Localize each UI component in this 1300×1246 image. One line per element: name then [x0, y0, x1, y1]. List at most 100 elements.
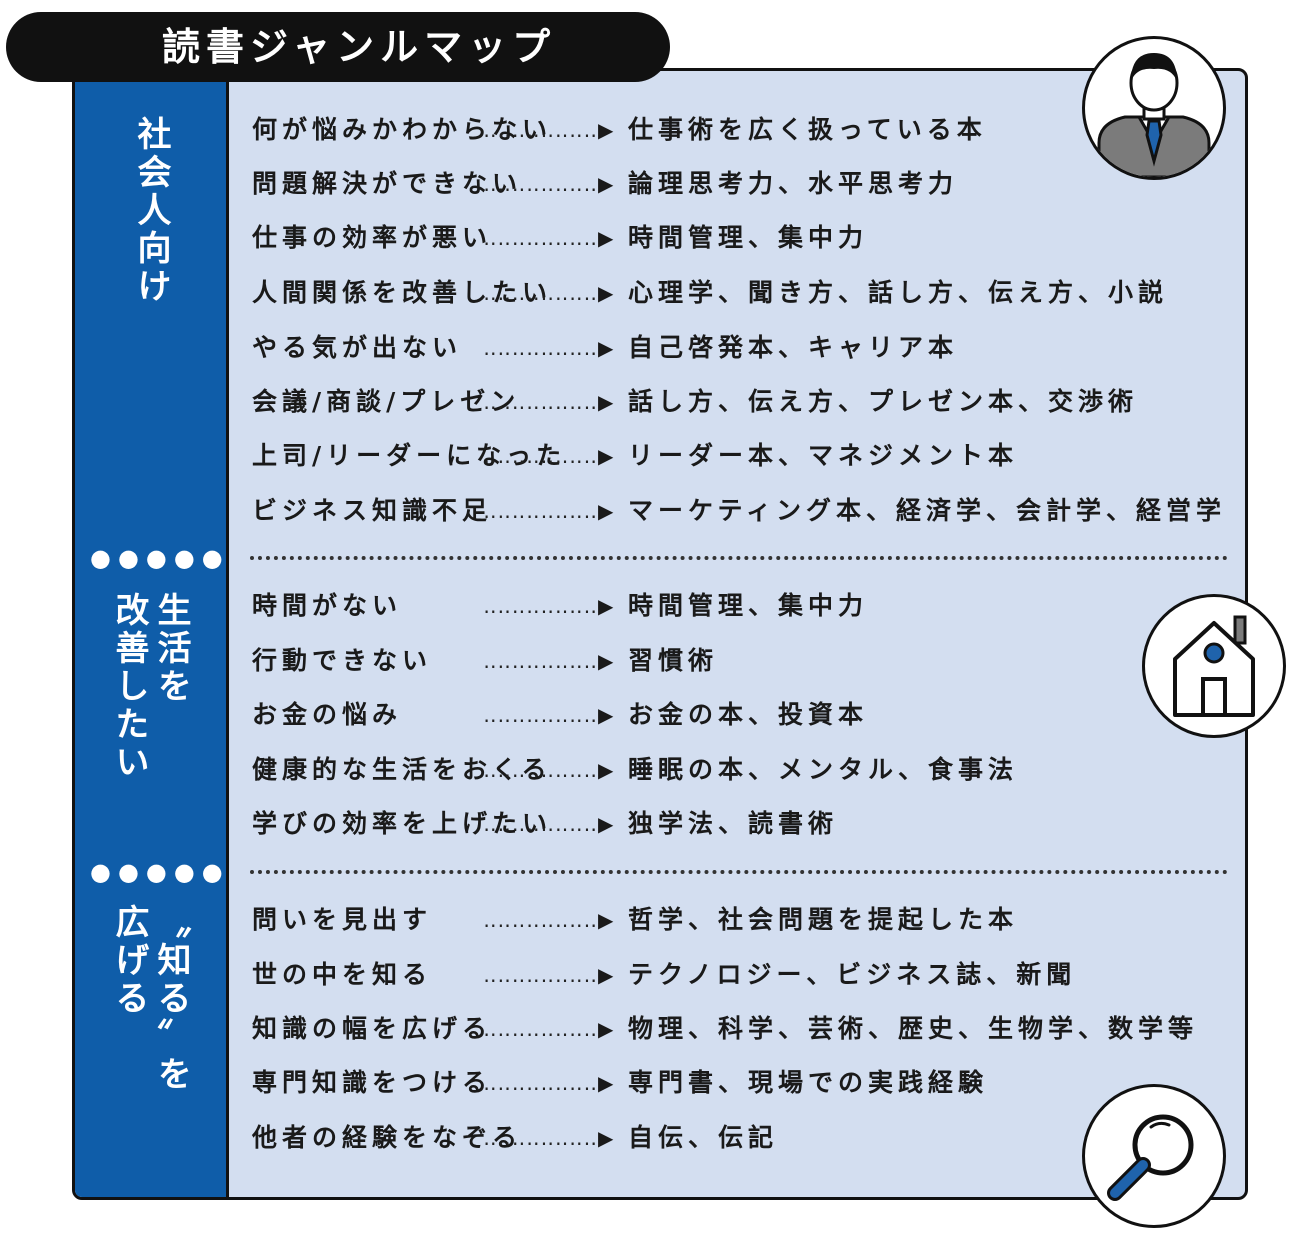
leader-dots: ‥‥‥‥‥‥‥‥	[483, 1017, 598, 1041]
house-icon	[1142, 594, 1286, 738]
section-separator	[250, 556, 1228, 560]
leader-dots: ‥‥‥‥‥‥‥‥	[483, 281, 598, 305]
leader-dots: ‥‥‥‥‥‥‥‥	[483, 1071, 598, 1095]
problem-text: お金の悩み	[252, 700, 403, 729]
list-item: 問いを見出す ‥‥‥‥‥‥‥‥ ▶ 哲学、社会問題を提起した本	[252, 900, 1242, 940]
leader-dots: ‥‥‥‥‥‥‥‥	[483, 1126, 598, 1150]
problem-text: 知識の幅を広げる	[252, 1014, 493, 1043]
solution-text: テクノロジー、ビジネス誌、新聞	[628, 960, 1077, 989]
list-item: 人間関係を改善したい ‥‥‥‥‥‥‥‥ ▶ 心理学、聞き方、話し方、伝え方、小説	[252, 273, 1242, 313]
solution-text: 自己啓発本、キャリア本	[628, 333, 959, 362]
leader-dots: ‥‥‥‥‥‥‥‥	[483, 499, 598, 523]
leader-dots: ‥‥‥‥‥‥‥‥	[483, 390, 598, 414]
section-label-knowledge-col2: 広げる	[109, 904, 149, 1018]
leader-dots: ‥‥‥‥‥‥‥‥	[483, 908, 598, 932]
arrow-right-icon: ▶	[598, 908, 614, 932]
list-item: 会議/商談/プレゼン ‥‥‥‥‥‥‥‥ ▶ 話し方、伝え方、プレゼン本、交渉術	[252, 382, 1242, 422]
arrow-right-icon: ▶	[598, 649, 614, 673]
list-item: やる気が出ない ‥‥‥‥‥‥‥‥ ▶ 自己啓発本、キャリア本	[252, 328, 1242, 368]
list-item: 学びの効率を上げたい ‥‥‥‥‥‥‥‥ ▶ 独学法、読書術	[252, 804, 1242, 844]
arrow-right-icon: ▶	[598, 1017, 614, 1041]
solution-text: 睡眠の本、メンタル、食事法	[628, 755, 1019, 784]
solution-text: 独学法、読書術	[628, 809, 839, 838]
solution-text: 時間管理、集中力	[628, 591, 869, 620]
arrow-right-icon: ▶	[598, 703, 614, 727]
list-item: 他者の経験をなぞる ‥‥‥‥‥‥‥‥ ▶ 自伝、伝記	[252, 1118, 1242, 1158]
magnifier-icon	[1082, 1084, 1226, 1228]
leader-dots: ‥‥‥‥‥‥‥‥	[483, 703, 598, 727]
problem-text: 問題解決ができない	[252, 169, 523, 198]
problem-text: 健康的な生活をおくる	[252, 755, 552, 784]
solution-text: 自伝、伝記	[628, 1123, 779, 1152]
title-banner: 読書ジャンルマップ	[6, 12, 670, 82]
problem-text: 他者の経験をなぞる	[252, 1123, 523, 1152]
page-title: 読書ジャンルマップ	[162, 25, 557, 69]
section-label-business: 社会人向け	[131, 116, 171, 306]
list-item: 問題解決ができない ‥‥‥‥‥‥‥‥ ▶ 論理思考力、水平思考力	[252, 164, 1242, 204]
section-label-knowledge-col1: 〝知る〟を	[151, 904, 191, 1094]
leader-dots: ‥‥‥‥‥‥‥‥	[483, 226, 598, 250]
solution-text: 論理思考力、水平思考力	[628, 169, 959, 198]
solution-text: 物理、科学、芸術、歴史、生物学、数学等	[628, 1014, 1199, 1043]
arrow-right-icon: ▶	[598, 118, 614, 142]
solution-text: 習慣術	[628, 646, 719, 675]
leader-dots: ‥‥‥‥‥‥‥‥	[483, 336, 598, 360]
solution-text: 仕事術を広く扱っている本	[628, 115, 987, 144]
list-item: 上司/リーダーになった ‥‥‥‥‥‥‥‥ ▶ リーダー本、マネジメント本	[252, 436, 1242, 476]
list-item: 世の中を知る ‥‥‥‥‥‥‥‥ ▶ テクノロジー、ビジネス誌、新聞	[252, 955, 1242, 995]
problem-text: 仕事の効率が悪い	[252, 223, 493, 252]
arrow-right-icon: ▶	[598, 812, 614, 836]
leader-dots: ‥‥‥‥‥‥‥‥	[483, 118, 598, 142]
solution-text: 専門書、現場での実践経験	[628, 1068, 989, 1097]
section-label-life-col1: 生活を	[151, 592, 191, 706]
section-divider-bullets: ●●●●●	[90, 544, 230, 572]
list-item: 行動できない ‥‥‥‥‥‥‥‥ ▶ 習慣術	[252, 641, 1242, 681]
arrow-right-icon: ▶	[598, 444, 614, 468]
genre-map-panel	[72, 68, 1248, 1200]
arrow-right-icon: ▶	[598, 594, 614, 618]
solution-text: 哲学、社会問題を提起した本	[628, 905, 1019, 934]
list-item: ビジネス知識不足 ‥‥‥‥‥‥‥‥ ▶ マーケティング本、経済学、会計学、経営学	[252, 491, 1242, 531]
list-item: 何が悩みかわからない ‥‥‥‥‥‥‥‥ ▶ 仕事術を広く扱っている本	[252, 110, 1242, 150]
arrow-right-icon: ▶	[598, 1071, 614, 1095]
leader-dots: ‥‥‥‥‥‥‥‥	[483, 963, 598, 987]
leader-dots: ‥‥‥‥‥‥‥‥	[483, 649, 598, 673]
leader-dots: ‥‥‥‥‥‥‥‥	[483, 758, 598, 782]
arrow-right-icon: ▶	[598, 758, 614, 782]
leader-dots: ‥‥‥‥‥‥‥‥	[483, 812, 598, 836]
businessman-icon	[1082, 36, 1226, 180]
solution-text: お金の本、投資本	[628, 700, 869, 729]
problem-text: 人間関係を改善したい	[252, 278, 553, 307]
problem-text: 学びの効率を上げたい	[252, 809, 553, 838]
problem-text: やる気が出ない	[252, 333, 463, 362]
problem-text: 世の中を知る	[252, 960, 433, 989]
arrow-right-icon: ▶	[598, 281, 614, 305]
arrow-right-icon: ▶	[598, 226, 614, 250]
problem-text: ビジネス知識不足	[252, 496, 493, 525]
list-item: 専門知識をつける ‥‥‥‥‥‥‥‥ ▶ 専門書、現場での実践経験	[252, 1063, 1242, 1103]
solution-text: リーダー本、マネジメント本	[628, 441, 1019, 470]
problem-text: 問いを見出す	[252, 905, 433, 934]
arrow-right-icon: ▶	[598, 1126, 614, 1150]
solution-text: 心理学、聞き方、話し方、伝え方、小説	[628, 278, 1169, 307]
section-separator	[250, 870, 1228, 874]
solution-text: 話し方、伝え方、プレゼン本、交渉術	[628, 387, 1139, 416]
problem-text: 行動できない	[252, 646, 433, 675]
solution-text: マーケティング本、経済学、会計学、経営学	[628, 496, 1227, 525]
arrow-right-icon: ▶	[598, 390, 614, 414]
list-item: お金の悩み ‥‥‥‥‥‥‥‥ ▶ お金の本、投資本	[252, 695, 1242, 735]
arrow-right-icon: ▶	[598, 336, 614, 360]
arrow-right-icon: ▶	[598, 499, 614, 523]
leader-dots: ‥‥‥‥‥‥‥‥	[483, 172, 598, 196]
leader-dots: ‥‥‥‥‥‥‥‥	[483, 444, 598, 468]
list-item: 健康的な生活をおくる ‥‥‥‥‥‥‥‥ ▶ 睡眠の本、メンタル、食事法	[252, 750, 1242, 790]
leader-dots: ‥‥‥‥‥‥‥‥	[483, 594, 598, 618]
problem-text: 何が悩みかわからない	[252, 115, 553, 144]
category-band	[75, 71, 229, 1197]
arrow-right-icon: ▶	[598, 963, 614, 987]
section-divider-bullets: ●●●●●	[90, 858, 230, 886]
problem-text: 専門知識をつける	[252, 1068, 493, 1097]
solution-text: 時間管理、集中力	[628, 223, 869, 252]
problem-text: 会議/商談/プレゼン	[252, 387, 521, 416]
problem-text: 上司/リーダーになった	[252, 441, 567, 470]
